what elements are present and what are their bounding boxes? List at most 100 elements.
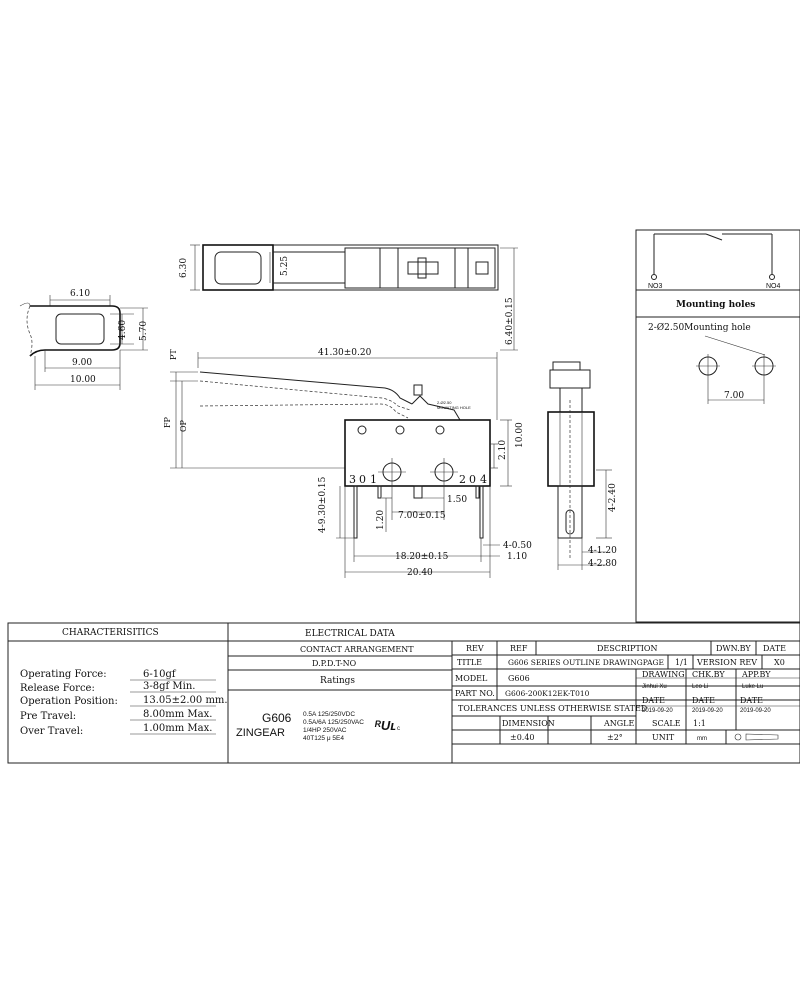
top-view (190, 244, 518, 351)
tb-version-rev: VERSION REV (696, 658, 757, 667)
dim-640: 6.40±0.15 (505, 297, 515, 345)
tb-angle-tol: ±2° (607, 733, 623, 742)
tb-title-label: TITLE (457, 658, 482, 667)
dim-1000-height: 10.00 (515, 422, 525, 448)
dim-1000: 10.00 (70, 375, 96, 385)
tb-dwn-by: DWN.BY (716, 644, 751, 653)
tb-date1: DATE (642, 696, 665, 705)
tb-angle: ANGLE (603, 719, 634, 728)
dim-4130: 41.30±0.20 (318, 348, 372, 358)
tb-drawing: DRAWING (642, 670, 685, 679)
tb-app-by: APP.BY (741, 670, 771, 679)
bottom-tables (7, 622, 800, 764)
mounting-desc: 2-Ø2.50Mounting hole (648, 322, 751, 333)
ratings-header: Ratings (320, 676, 355, 686)
label-no3: NO3 (648, 283, 663, 290)
tb-dim-tol: ±0.40 (510, 733, 535, 742)
tb-rev: REV (466, 644, 484, 653)
char-value-0: 6-10gf (143, 669, 177, 680)
rating-0: 0.5A 125/250VDC (303, 711, 355, 718)
rating-2: 1/4HP 250VAC (303, 727, 347, 734)
char-label-0: Operating Force: (20, 669, 107, 680)
dim-240: 4-2.40 (608, 483, 618, 512)
pin-label-0b: 0 (469, 473, 476, 486)
dim-210: 2.10 (498, 440, 508, 460)
tb-date3-value: 2019-09-20 (740, 708, 771, 714)
dim-930: 4-9.30±0.15 (318, 476, 328, 533)
tb-unit-value: mm (697, 736, 707, 742)
tb-date2-value: 2019-09-20 (692, 708, 723, 714)
tb-tolerances: TOLERANCES UNLESS OTHERWISE STATED (458, 704, 647, 713)
tb-date1-value: 2019-09-20 (642, 708, 673, 714)
schematic-panel (635, 229, 800, 623)
dim-1820: 18.20±0.15 (395, 552, 449, 562)
tb-date: DATE (763, 644, 786, 653)
pin-label-1: 1 (370, 473, 377, 486)
tb-app-name: Luke Lu (742, 684, 763, 690)
tb-version: X0 (774, 658, 785, 667)
char-value-2: 13.05±2.00 mm. (143, 695, 228, 706)
dim-900: 9.00 (72, 358, 92, 368)
model-label: G606 (262, 711, 292, 725)
rating-3: 40T125 μ 5E4 (303, 735, 344, 742)
label-op: OP (179, 419, 188, 432)
side-view (547, 361, 612, 570)
char-label-4: Over Travel: (20, 726, 83, 737)
dim-570: 5.70 (139, 321, 149, 341)
tb-description: DESCRIPTION (597, 644, 657, 653)
label-fp: FP (163, 416, 172, 428)
tb-chk-name: Leo Li (692, 684, 708, 690)
char-label-3: Pre Travel: (20, 711, 76, 722)
tb-ref: REF (510, 644, 528, 653)
brand-label: ZINGEAR (236, 727, 285, 739)
ul-mark: ᴿUʟ (374, 718, 396, 733)
lever-detail (19, 295, 148, 390)
tb-date2: DATE (692, 696, 715, 705)
mounting-title: Mounting holes (676, 300, 755, 310)
tb-scale-value: 1:1 (693, 719, 706, 728)
dim-525: 5.25 (280, 256, 290, 276)
dim-120-side: 4-1.20 (588, 546, 617, 556)
char-value-4: 1.00mm Max. (143, 723, 212, 734)
front-view (170, 352, 512, 578)
dim-460: 4.60 (118, 320, 128, 340)
ul-c: c (397, 726, 400, 732)
tb-part-value: G606-200K12EK-T010 (505, 689, 590, 698)
mounting-spacing: 7.00 (724, 391, 744, 401)
dim-110: 1.10 (507, 552, 527, 562)
hole-note: 2-Ø2.50 (437, 400, 452, 405)
dim-050: 4-0.50 (503, 541, 532, 551)
tb-dimension: DIMENSION (502, 719, 555, 728)
dim-120: 1.20 (376, 510, 386, 530)
char-value-1: 3-8gf Min. (143, 681, 195, 692)
hole-note-2: MOUNTING HOLE (437, 405, 471, 410)
rating-1: 0.5A/6A 125/250VAC (303, 719, 364, 726)
tb-model-label: MODEL (455, 674, 488, 683)
dim-150: 1.50 (447, 495, 467, 505)
pin-label-3: 3 (349, 473, 356, 486)
pin-label-4: 4 (480, 473, 487, 486)
dim-630: 6.30 (179, 258, 189, 278)
dim-2040: 20.40 (407, 568, 433, 578)
electrical-header: ELECTRICAL DATA (305, 629, 395, 639)
char-value-3: 8.00mm Max. (143, 709, 212, 720)
tb-chk-by: CHK.BY (692, 670, 725, 679)
label-pt: PT (169, 349, 178, 360)
tb-page: 1/1 (675, 658, 688, 667)
tb-date3: DATE (740, 696, 763, 705)
tb-part-label: PART NO. (455, 689, 495, 698)
tb-title-value: G606 SERIES OUTLINE DRAWINGPAGE (508, 658, 664, 667)
char-label-1: Release Force: (20, 683, 95, 694)
pin-label-0a: 0 (359, 473, 366, 486)
characteristics-header: CHARACTERISITICS (62, 628, 159, 638)
tb-unit: UNIT (652, 733, 675, 742)
dim-280: 4-2.80 (588, 559, 617, 569)
contact-value: D.P.D.T-NO (312, 659, 357, 668)
tb-scale: SCALE (652, 719, 681, 728)
contact-arrangement: CONTACT ARRANGEMENT (300, 645, 414, 654)
tb-drawing-name: Jinhui Xu (642, 684, 667, 690)
tb-model-value: G606 (508, 674, 530, 683)
dim-700: 7.00±0.15 (398, 511, 446, 521)
dim-610: 6.10 (70, 289, 90, 299)
